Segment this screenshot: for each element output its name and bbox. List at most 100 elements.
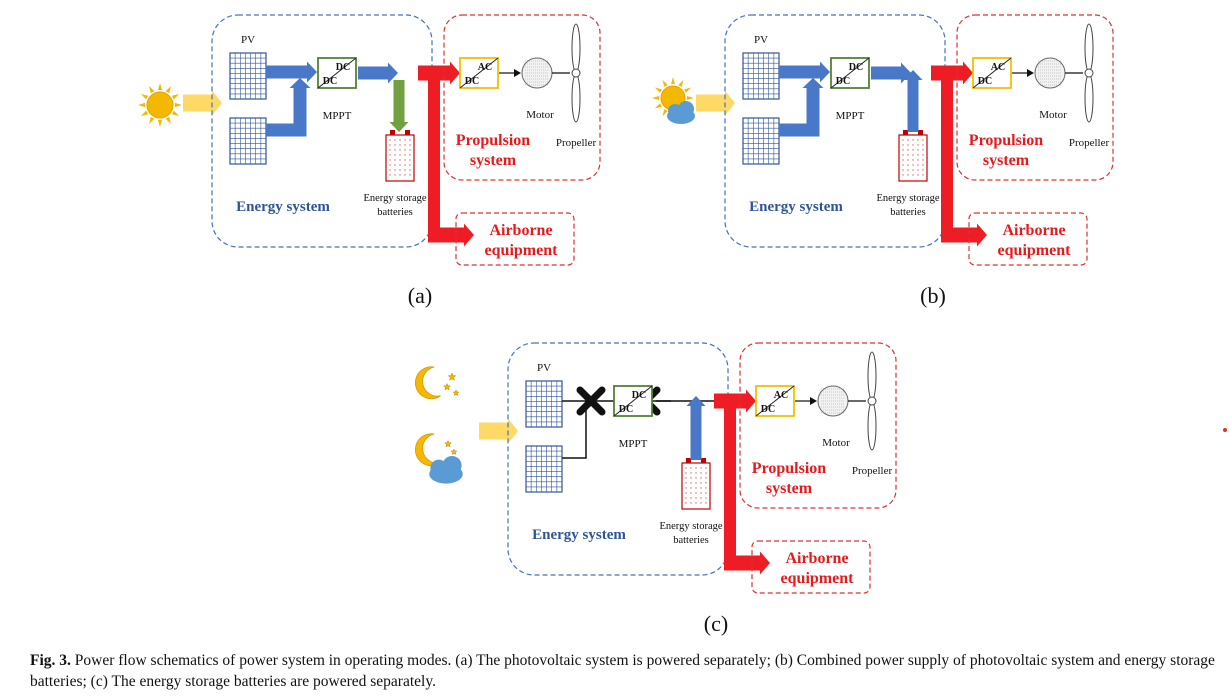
blocked-x-icon-1 bbox=[576, 386, 606, 416]
pv-line-2 bbox=[562, 401, 587, 459]
ac-dc-converter: AC DC bbox=[755, 385, 795, 417]
pv-label: PV bbox=[241, 34, 255, 46]
airborne-equipment-box bbox=[968, 212, 1088, 266]
motor-label: Motor bbox=[526, 109, 554, 121]
svg-text:Airborne: Airborne bbox=[1002, 222, 1065, 239]
sunlight-arrow bbox=[183, 90, 222, 116]
svg-text:DC: DC bbox=[336, 62, 350, 73]
propeller-label: Propeller bbox=[1069, 137, 1110, 149]
sunlight-arrow bbox=[696, 90, 735, 116]
airborne-power-arrow bbox=[941, 223, 987, 247]
svg-text:Airborne: Airborne bbox=[785, 550, 848, 567]
propeller-icon bbox=[867, 351, 877, 451]
pv-to-mppt-arrow bbox=[779, 61, 830, 83]
svg-text:DC: DC bbox=[849, 62, 863, 73]
battery-discharge-arrow bbox=[903, 70, 923, 132]
motor-icon bbox=[817, 385, 849, 417]
pv-panel bbox=[742, 52, 780, 100]
svg-text:DC: DC bbox=[323, 76, 337, 87]
svg-text:system: system bbox=[766, 480, 813, 497]
mppt-dc-dc-converter: DC DC bbox=[613, 385, 653, 417]
pv-label: PV bbox=[754, 34, 768, 46]
svg-text:DC: DC bbox=[619, 404, 633, 415]
airborne-power-arrow bbox=[428, 223, 474, 247]
panel-label-a: (a) bbox=[408, 283, 432, 308]
svg-text:Propulsion: Propulsion bbox=[456, 132, 531, 149]
svg-text:DC: DC bbox=[978, 76, 992, 87]
panel-c: PV DC DC MPPT Energy storage batteries AC DC Mot… bbox=[415, 342, 897, 594]
cloud-icon bbox=[667, 101, 695, 124]
batteries-label: batteries bbox=[890, 207, 926, 218]
propulsion-system-box bbox=[443, 14, 601, 181]
svg-text:system: system bbox=[983, 152, 1030, 169]
svg-text:AC: AC bbox=[991, 62, 1005, 73]
pv-panel bbox=[742, 117, 780, 165]
battery-icon bbox=[681, 458, 711, 510]
sun-icon bbox=[138, 83, 182, 127]
mppt-out-arrow bbox=[358, 62, 398, 84]
energy-system-label: Energy system bbox=[749, 199, 843, 215]
svg-text:AC: AC bbox=[478, 62, 492, 73]
motor-icon bbox=[521, 57, 553, 89]
star-icon bbox=[444, 439, 452, 448]
svg-text:DC: DC bbox=[761, 404, 775, 415]
battery-icon bbox=[385, 130, 415, 182]
panel-b: PV DC DC MPPT Energy storage batteries AC DC Mot… bbox=[652, 14, 1114, 266]
svg-text:Propulsion: Propulsion bbox=[969, 132, 1044, 149]
figure-caption: Fig. 3. Power flow schematics of power s… bbox=[30, 650, 1225, 692]
airborne-equipment-label: Airborne equipment bbox=[485, 222, 559, 259]
svg-text:AC: AC bbox=[774, 390, 788, 401]
airborne-equipment-label: Airborne equipment bbox=[998, 222, 1072, 259]
airborne-equipment-box bbox=[455, 212, 575, 266]
mppt-out-arrow bbox=[871, 62, 911, 84]
mppt-label: MPPT bbox=[836, 110, 865, 122]
mppt-label: MPPT bbox=[619, 438, 648, 450]
propulsion-system-box bbox=[956, 14, 1114, 181]
pv-panel bbox=[525, 445, 563, 493]
airborne-feed-bar bbox=[724, 401, 736, 563]
red-dot bbox=[1223, 428, 1227, 432]
motor-label: Motor bbox=[822, 437, 850, 449]
svg-text:Propulsion: Propulsion bbox=[752, 460, 827, 477]
batteries-label: batteries bbox=[377, 207, 413, 218]
caption-figure-number: Fig. 3. bbox=[30, 652, 71, 669]
pv-panel bbox=[525, 380, 563, 428]
energy-storage-label: Energy storage bbox=[659, 521, 722, 532]
svg-text:Airborne: Airborne bbox=[489, 222, 552, 239]
sunlight-arrow bbox=[479, 418, 518, 444]
converter-motor-arrowhead bbox=[514, 69, 521, 77]
pv-panel bbox=[229, 117, 267, 165]
ac-dc-converter: AC DC bbox=[972, 57, 1012, 89]
propulsion-label: Propulsion system bbox=[752, 460, 827, 497]
pv-label: PV bbox=[537, 362, 551, 374]
star-icon bbox=[450, 448, 458, 455]
airborne-feed-bar bbox=[428, 73, 440, 235]
airborne-equipment-box bbox=[751, 540, 871, 594]
motor-icon bbox=[1034, 57, 1066, 89]
airborne-power-arrow bbox=[724, 551, 770, 575]
energy-system-label: Energy system bbox=[236, 199, 330, 215]
svg-text:equipment: equipment bbox=[485, 242, 559, 259]
pv-panel bbox=[229, 52, 267, 100]
energy-system-label: Energy system bbox=[532, 527, 626, 543]
airborne-feed-bar bbox=[941, 73, 953, 235]
pv2-connector bbox=[779, 90, 820, 137]
svg-text:equipment: equipment bbox=[998, 242, 1072, 259]
svg-text:system: system bbox=[470, 152, 517, 169]
panel-label-c: (c) bbox=[704, 611, 728, 636]
motor-label: Motor bbox=[1039, 109, 1067, 121]
pv2-connector bbox=[266, 90, 307, 137]
charge-battery-arrow bbox=[389, 80, 409, 132]
energy-storage-label: Energy storage bbox=[363, 193, 426, 204]
pv-to-mppt-arrow bbox=[266, 61, 317, 83]
energy-storage-label: Energy storage bbox=[876, 193, 939, 204]
propulsion-system-box bbox=[739, 342, 897, 509]
converter-motor-arrowhead bbox=[810, 397, 817, 405]
svg-text:DC: DC bbox=[632, 390, 646, 401]
batteries-label: batteries bbox=[673, 535, 709, 546]
moon-stars-icon bbox=[415, 366, 441, 400]
